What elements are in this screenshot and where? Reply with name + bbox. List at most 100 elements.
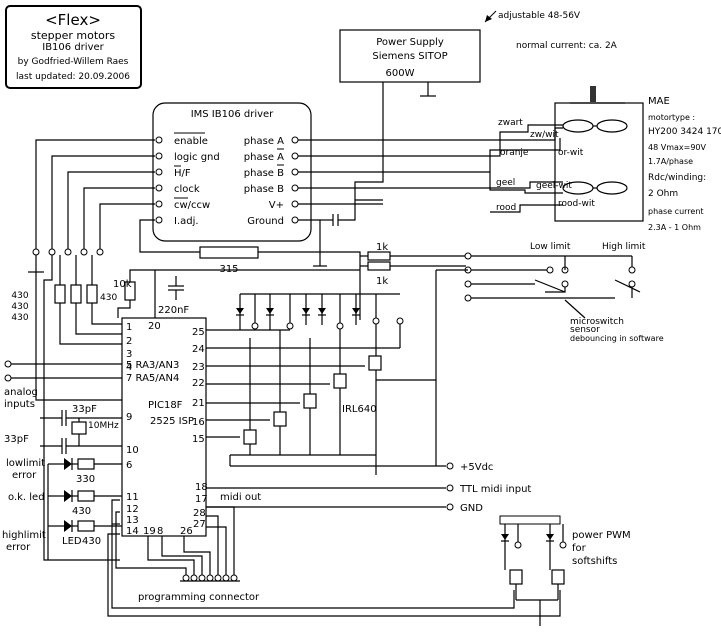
analog-inputs: analog inputs <box>4 360 122 410</box>
ps-line2: Siemens SITOP <box>372 51 447 62</box>
resistor-1k-a: 1k <box>376 242 388 253</box>
label-programming-connector: programming connector <box>138 592 260 603</box>
driver-pin-enable: enable <box>174 136 208 147</box>
label-inputs: inputs <box>4 399 35 410</box>
pic-pin-23: 23 <box>192 362 205 373</box>
ps-adjustable-note: adjustable 48-56V <box>498 11 581 21</box>
motor-phase: 2.3A - 1 Ohm <box>648 223 701 232</box>
pic-pin-27: 27 <box>193 519 206 530</box>
crystal-osc: 33pF 10MHz 33pF <box>4 404 122 454</box>
cap-33pf-a: 33pF <box>72 404 97 415</box>
label-led: LED <box>62 536 82 547</box>
motor: zwart zw/wit oranje or-wit geel geel-wit… <box>496 86 721 232</box>
driver-pin-phase-a-bar: phase A <box>244 152 284 163</box>
pic-pin-21: 21 <box>192 398 205 409</box>
label-power-pwm: power PWM <box>572 530 631 541</box>
pic-pin-13: 13 <box>126 515 139 526</box>
motor-spec1: 48 Vmax=90V <box>648 143 707 152</box>
label-sensor: sensor <box>570 325 600 335</box>
cap-220nf: 220nF <box>158 305 189 316</box>
label-low-limit: Low limit <box>530 242 571 252</box>
pic-pin-11: 11 <box>126 492 139 503</box>
cap-33pf-b: 33pF <box>4 434 29 445</box>
pic-pin-5: 5 RA3/AN3 <box>126 360 179 371</box>
led-lowlimit: lowlimit error 330 <box>6 458 122 485</box>
wire-oranje: oranje <box>500 148 529 158</box>
power-pwm: power PWM for softshifts <box>499 515 631 626</box>
pic-pin-1: 1 <box>126 322 132 333</box>
label-midi-out: midi out <box>220 492 261 503</box>
motor-type-label: motortype : <box>648 113 695 122</box>
pic-pin-8: 8 <box>157 526 163 537</box>
label-microswitch: microswitch <box>570 317 624 327</box>
pic-pin-14: 14 <box>126 526 139 537</box>
ims-driver: IMS IB106 driver enable logic gnd H/F cl… <box>152 102 312 242</box>
pic-pin-22: 22 <box>192 378 205 389</box>
title-text: <Flex> <box>45 11 101 29</box>
title-line1: stepper motors <box>31 29 116 42</box>
resistor-430-mid: 430 <box>100 293 117 303</box>
pic-pin-2: 2 <box>126 336 132 347</box>
led-highlimit: highlimit error LED 430 <box>2 464 122 560</box>
resistor-430-ok: 430 <box>72 506 91 517</box>
pic-pin-4: 4 <box>126 362 132 373</box>
resistor-430-led: 430 <box>82 536 101 547</box>
ps-line3: 600W <box>386 68 415 79</box>
label-ok-led: o.k. led <box>8 492 45 503</box>
crystal-10mhz: 10MHz <box>88 421 119 431</box>
pic-pin-24: 24 <box>192 344 205 355</box>
led-ok: o.k. led 430 <box>8 490 122 517</box>
motor-wires <box>298 124 563 267</box>
wire-geel-wit: geel-wit <box>536 181 572 191</box>
limit-switches: 1k 1k Low limit High limit microswitch <box>360 242 664 381</box>
label-highlimit: highlimit <box>2 530 46 541</box>
motor-rdc: 2 Ohm <box>648 189 678 199</box>
reset-network: 10k 220nF <box>113 269 360 318</box>
label-ttl-midi: TTL midi input <box>459 484 531 495</box>
label-debouncing: debouncing in software <box>570 334 664 343</box>
resistor-10k: 10k <box>113 279 132 290</box>
pic-pin-17: 17 <box>195 494 208 505</box>
label-high-limit: High limit <box>602 242 646 252</box>
driver-pin-ground: Ground <box>247 216 284 227</box>
driver-pin-iadj: I.adj. <box>174 216 199 227</box>
pic-pin-18: 18 <box>195 482 208 493</box>
driver-pin-phase-b: phase B <box>244 168 284 179</box>
output-stage: IRL640 <box>206 293 404 475</box>
wire-geel: geel <box>496 178 515 188</box>
title-updated: last updated: 20.09.2006 <box>16 72 130 82</box>
pic-pin20: 20 <box>148 321 161 332</box>
driver-pin-phase-a: phase A <box>244 136 284 147</box>
pic-pin-26: 26 <box>180 526 193 537</box>
driver-pin-hf: H/F <box>174 168 191 179</box>
ps-current-note: normal current: ca. 2A <box>516 41 618 51</box>
resistor-430-a: 430 <box>11 291 28 301</box>
resistor-430-b: 430 <box>11 302 28 312</box>
resistor-430-c: 430 <box>11 313 28 323</box>
mosfet-irl640: IRL640 <box>342 404 377 415</box>
pic-pin-19: 19 <box>143 526 156 537</box>
label-analog: analog <box>4 387 38 398</box>
pic-pin-12: 12 <box>126 504 139 515</box>
title-box: <Flex> stepper motors IB106 driver by Go… <box>5 5 142 89</box>
motor-maker: MAE <box>648 96 670 107</box>
label-softshifts: softshifts <box>572 556 617 567</box>
wire-rood: rood <box>496 203 516 213</box>
pic-chip: PIC18F 2525 ISP 20 1 2 3 4 5 RA3/AN3 7 R… <box>121 317 208 537</box>
pic-name1: PIC18F <box>148 400 183 411</box>
programming-connector: programming connector <box>107 499 561 617</box>
pic-pin-7: 7 RA5/AN4 <box>126 373 179 384</box>
driver-pin-clock: clock <box>174 184 200 195</box>
ps-line1: Power Supply <box>376 37 444 48</box>
pic-pin-9: 9 <box>126 412 132 423</box>
power-supply: adjustable 48-56V normal current: ca. 2A… <box>339 10 618 200</box>
pic-pin-3: 3 <box>126 349 132 360</box>
wire-zwart: zwart <box>498 118 523 128</box>
driver-title: IMS IB106 driver <box>191 109 274 120</box>
driver-pin-phase-b2: phase B <box>244 184 284 195</box>
driver-pin-logic-gnd: logic gnd <box>174 152 220 163</box>
title-author: by Godfried-Willem Raes <box>18 57 129 67</box>
pic-pin-28: 28 <box>193 508 206 519</box>
label-pwm-for: for <box>572 543 587 554</box>
